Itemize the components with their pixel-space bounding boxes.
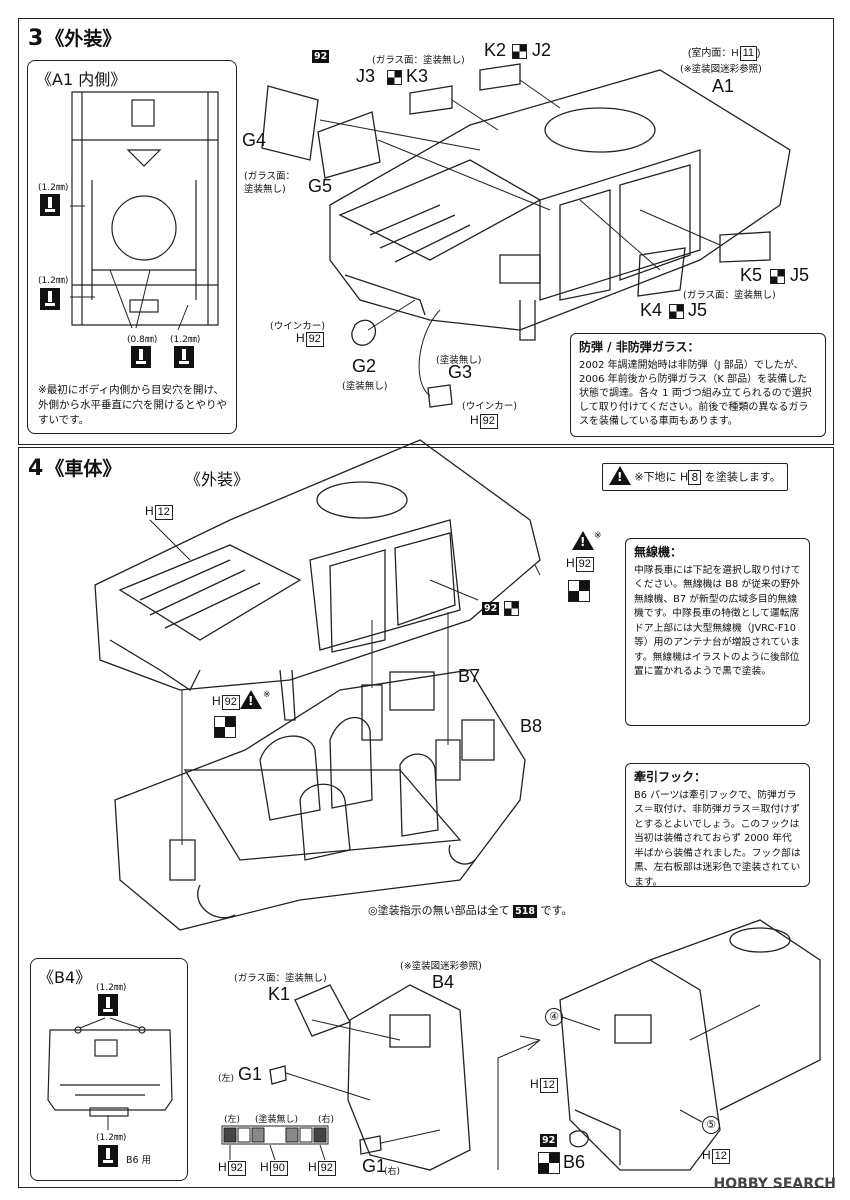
tow-hook-info-box: 牽引フック： B6 パーツは牽引フックで、防弾ガラス＝取付け、非防弾ガラス＝取付… <box>625 763 810 888</box>
winker-note-1: (ウインカー) <box>270 321 325 332</box>
part-G1-right: G1 <box>362 1156 387 1176</box>
g1-right-side: (右) <box>384 1167 401 1177</box>
paint-92-badge: 92 <box>312 50 330 63</box>
a1-camo-ref: (※塗装図迷彩参照) <box>680 64 762 75</box>
radio-info-box: 無線機： 中隊長車には下記を選択し取り付けてください。無線機は B8 が従来の野… <box>625 538 810 726</box>
b4-inset <box>30 958 188 1181</box>
drill-icon <box>174 346 194 368</box>
selection-mark-icon <box>538 1152 560 1174</box>
g1-left-side: (左) <box>218 1074 235 1084</box>
base-coat-note: ※下地に H8 を塗装します。 <box>602 463 788 491</box>
selection-mark-icon <box>512 44 527 59</box>
j3-k3-glass-note: (ガラス面：塗装無し) <box>372 55 465 66</box>
b4-camo-ref: (※塗装図迷彩参照) <box>400 961 482 972</box>
b4-drill-top-size: (1.2㎜) <box>96 983 127 993</box>
part-B4: B4 <box>432 972 455 992</box>
warning-icon <box>572 531 594 550</box>
warning-icon <box>240 690 262 709</box>
part-K1: K1 <box>268 984 291 1004</box>
part-B7: B7 <box>458 666 481 686</box>
selection-mark-icon <box>669 304 684 319</box>
selection-mark-icon <box>770 269 785 284</box>
part-J5-b: J5 <box>688 300 708 320</box>
part-J5-a: J5 <box>790 265 810 285</box>
warning-asterisk: ※ <box>594 531 602 541</box>
warning-icon <box>609 466 631 486</box>
a1-drill-size-3: (0.8㎜) <box>127 335 158 345</box>
selection-mark-icon <box>504 601 519 616</box>
part-G5: G5 <box>308 176 333 196</box>
k1-glass-note: (ガラス面：塗装無し) <box>234 973 327 984</box>
tow-hook-info-body: B6 パーツは牽引フックで、防弾ガラス＝取付け、非防弾ガラス＝取付けずとするとよ… <box>634 789 801 888</box>
a1-inset-note: ※最初にボディ内側から目安穴を開け、外側から水平垂直に穴を開けるとやりやすいです… <box>38 384 227 426</box>
part-B8: B8 <box>520 716 543 736</box>
default-paint-note: ◎塗装指示の無い部品は全て 518 です。 <box>368 904 573 918</box>
callout-5: ⑤ <box>702 1116 720 1134</box>
glass-info-box: 防弾 / 非防弾ガラス： 2002 年調達開始時は非防弾（J 部品）でしたが、2… <box>570 333 826 437</box>
glass-info-body: 2002 年調達開始時は非防弾（J 部品）でしたが、2006 年前後から防弾ガラ… <box>579 359 812 427</box>
part-K4: K4 <box>640 300 663 320</box>
part-K5: K5 <box>740 265 763 285</box>
part-G1-left: G1 <box>238 1064 263 1084</box>
part-B6: B6 <box>563 1152 586 1172</box>
warning-asterisk: ※ <box>263 690 271 700</box>
drill-icon <box>40 194 60 216</box>
drill-icon <box>40 288 60 310</box>
step4-title: 4《車体》 <box>28 456 122 481</box>
a1-drill-size-4: (1.2㎜) <box>170 335 201 345</box>
part-J2: J2 <box>532 40 552 60</box>
part-J3: J3 <box>356 66 376 86</box>
a1-drill-size-2: (1.2㎜) <box>38 276 69 286</box>
lights-no-paint: (塗装無し) <box>255 1115 299 1125</box>
a1-drill-size-1: (1.2㎜) <box>38 183 69 193</box>
drill-icon <box>98 994 118 1016</box>
selection-mark-icon <box>214 716 236 738</box>
watermark: HOBBY SEARCH <box>713 1176 836 1192</box>
part-G4: G4 <box>242 130 267 150</box>
g2-no-paint: (塗装無し) <box>342 381 388 392</box>
radio-info-body: 中隊長車には下記を選択し取り付けてください。無線機は B8 が従来の野外無線機、… <box>634 564 801 678</box>
part-K2: K2 <box>484 40 507 60</box>
k5-glass-note: (ガラス面：塗装無し) <box>683 290 776 301</box>
paint-92-badge-c: 92 <box>540 1134 558 1147</box>
lights-left: (左) <box>224 1115 241 1125</box>
drill-icon <box>131 346 151 368</box>
paint-92-badge-b: 92 <box>482 602 500 615</box>
callout-4: ④ <box>545 1008 563 1026</box>
radio-info-title: 無線機： <box>634 545 683 559</box>
selection-mark-icon <box>568 580 590 602</box>
part-A1: A1 <box>712 76 735 96</box>
lights-right: (右) <box>318 1115 335 1125</box>
selection-mark-icon <box>387 70 402 85</box>
drill-icon <box>98 1145 118 1167</box>
g4-g5-glass-note: (ガラス面： 塗装無し) <box>244 171 296 195</box>
a1-inset-title: 《A1 内側》 <box>36 70 127 89</box>
b6-use-label: B6 用 <box>126 1155 152 1166</box>
a1-inset <box>27 60 237 434</box>
tow-hook-info-title: 牽引フック： <box>634 770 707 784</box>
winker-note-2: (ウインカー) <box>462 401 517 412</box>
b4-inset-title: 《B4》 <box>38 968 92 987</box>
part-K3: K3 <box>406 66 429 86</box>
glass-info-title: 防弾 / 非防弾ガラス： <box>579 340 700 354</box>
part-G3: G3 <box>448 362 473 382</box>
part-G2: G2 <box>352 356 377 376</box>
step3-title: 3《外装》 <box>28 26 122 51</box>
step4-exterior-label: 《外装》 <box>185 470 250 489</box>
b4-drill-bottom-size: (1.2㎜) <box>96 1133 127 1143</box>
g3-no-paint: (塗装無し) <box>436 355 482 366</box>
